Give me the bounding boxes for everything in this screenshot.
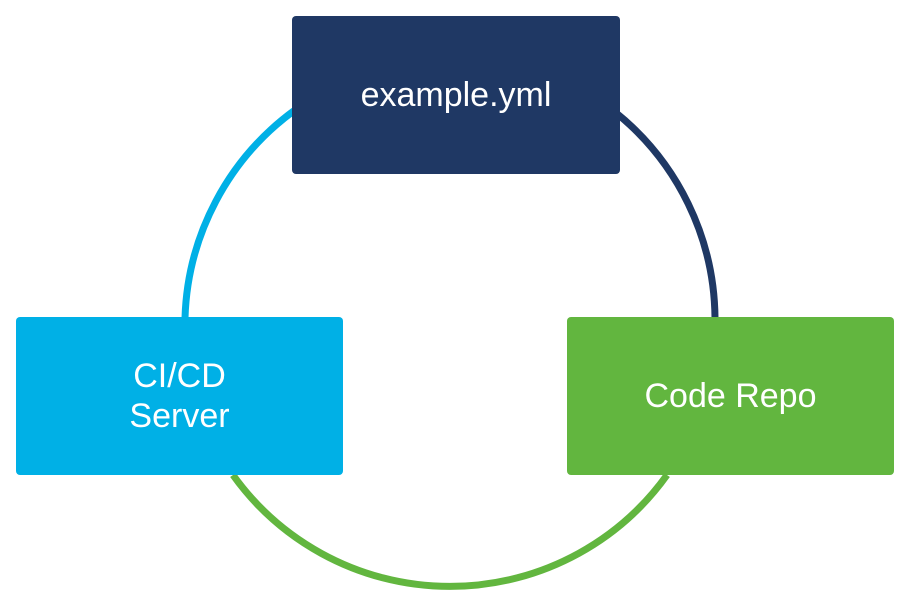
arc-ci-to-yml xyxy=(181,107,298,319)
arc-repo-to-ci xyxy=(230,472,670,590)
node-ci-cd-server: CI/CD Server xyxy=(16,317,343,475)
node-code-repo: Code Repo xyxy=(567,317,894,475)
node-code-repo-label: Code Repo xyxy=(644,377,817,415)
node-ci-cd-server-label-line1: CI/CD xyxy=(133,357,226,395)
node-ci-cd-server-label: CI/CD Server xyxy=(129,356,229,436)
arc-yml-to-repo xyxy=(612,109,719,319)
node-ci-cd-server-label-line2: Server xyxy=(129,397,230,435)
node-example-yml: example.yml xyxy=(292,16,620,174)
node-example-yml-label: example.yml xyxy=(360,76,552,114)
